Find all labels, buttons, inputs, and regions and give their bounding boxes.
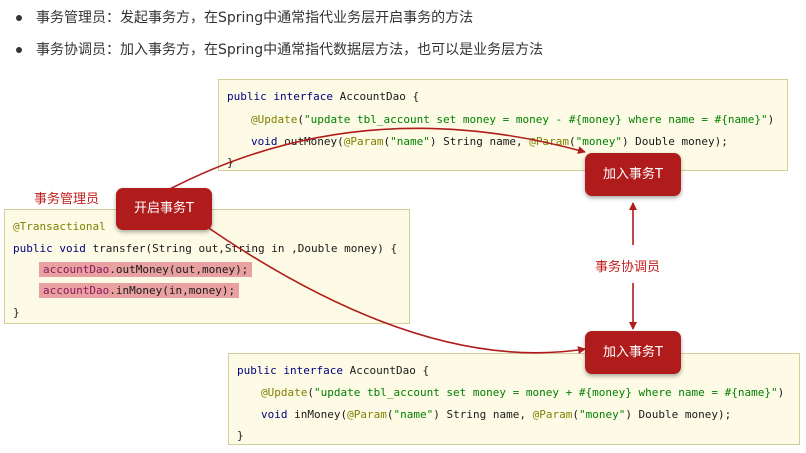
bullet-item: 事务协调员：加入事务方，在Spring中通常指代数据层方法，也可以是业务层方法	[14, 36, 543, 68]
code-block-dao-out: public interface AccountDao { @Update("u…	[218, 79, 788, 171]
join-tx-badge-bottom: 加入事务T	[585, 331, 681, 374]
code-text: (	[386, 408, 394, 421]
code-annotation: @Transactional	[13, 220, 106, 233]
code-text: AccountDao {	[332, 90, 420, 103]
code-field: accountDao	[43, 284, 110, 297]
code-line: void outMoney(@Param("name") String name…	[251, 135, 728, 148]
code-annotation: @Update	[251, 113, 298, 126]
code-text: inMoney(	[287, 408, 348, 421]
code-keyword: public interface	[227, 90, 333, 103]
code-line-highlighted: accountDao.inMoney(in,money);	[39, 283, 240, 298]
code-text: outMoney(	[277, 135, 344, 148]
code-text: (	[297, 113, 304, 126]
code-text: )	[767, 113, 775, 126]
code-line: }	[237, 429, 244, 442]
open-tx-badge: 开启事务T	[116, 188, 212, 230]
code-text: (	[307, 386, 314, 399]
bullet-dot-icon	[16, 47, 22, 53]
code-text: ) Double money);	[625, 408, 732, 421]
code-annotation: @Param	[343, 135, 384, 148]
code-line: @Update("update tbl_account set money = …	[251, 113, 774, 126]
code-block-dao-in: public interface AccountDao { @Update("u…	[228, 353, 800, 445]
code-string: "money"	[578, 408, 626, 421]
code-text: AccountDao {	[342, 364, 430, 377]
code-text: )	[777, 386, 785, 399]
code-text: }	[237, 429, 244, 442]
code-keyword: public interface	[237, 364, 343, 377]
code-text: (	[568, 135, 576, 148]
code-line: }	[13, 306, 20, 319]
code-annotation: @Update	[261, 386, 308, 399]
bullet-dot-icon	[16, 15, 22, 21]
code-line: public interface AccountDao {	[227, 90, 419, 103]
code-text: ) String name,	[433, 408, 533, 421]
code-line: public interface AccountDao {	[237, 364, 429, 377]
code-keyword: void	[261, 408, 288, 421]
code-string: "name"	[393, 408, 434, 421]
manager-label: 事务管理员	[34, 192, 100, 207]
bullet-text: 事务管理员：发起事务方，在Spring中通常指代业务层开启事务的方法	[36, 10, 474, 26]
code-string: "update tbl_account set money = money - …	[303, 113, 768, 126]
code-keyword: void	[251, 135, 278, 148]
bullet-text: 事务协调员：加入事务方，在Spring中通常指代数据层方法，也可以是业务层方法	[36, 42, 544, 58]
code-string: "money"	[575, 135, 622, 148]
code-field: accountDao	[43, 263, 110, 276]
code-text: transfer(String out,String in ,Double mo…	[85, 242, 398, 255]
code-string: "update tbl_account set money = money + …	[313, 386, 778, 399]
code-text: (	[572, 408, 579, 421]
code-line: void inMoney(@Param("name") String name,…	[261, 408, 731, 421]
code-text: (	[383, 135, 391, 148]
code-annotation: @Param	[532, 408, 573, 421]
code-text: .inMoney(in,money);	[109, 284, 236, 297]
bullet-item: 事务管理员：发起事务方，在Spring中通常指代业务层开启事务的方法	[14, 4, 543, 36]
code-text: }	[13, 306, 20, 319]
bullet-list: 事务管理员：发起事务方，在Spring中通常指代业务层开启事务的方法 事务协调员…	[14, 4, 543, 68]
arrow-manager-to-join-top	[167, 127, 586, 191]
code-annotation: @Param	[347, 408, 387, 421]
code-line: @Update("update tbl_account set money = …	[261, 386, 784, 399]
arrow-manager-to-join-bottom	[199, 221, 586, 355]
coordinator-label: 事务协调员	[595, 260, 661, 275]
code-line-highlighted: accountDao.outMoney(out,money);	[39, 262, 253, 277]
code-line: public void transfer(String out,String i…	[13, 242, 397, 255]
code-keyword: public void	[13, 242, 86, 255]
code-text: .outMoney(out,money);	[109, 263, 249, 276]
code-text: ) Double money);	[621, 135, 728, 148]
code-text: ) String name,	[429, 135, 530, 148]
join-tx-badge-top: 加入事务T	[585, 153, 681, 196]
code-string: "name"	[390, 135, 430, 148]
code-line: @Transactional	[13, 220, 106, 233]
